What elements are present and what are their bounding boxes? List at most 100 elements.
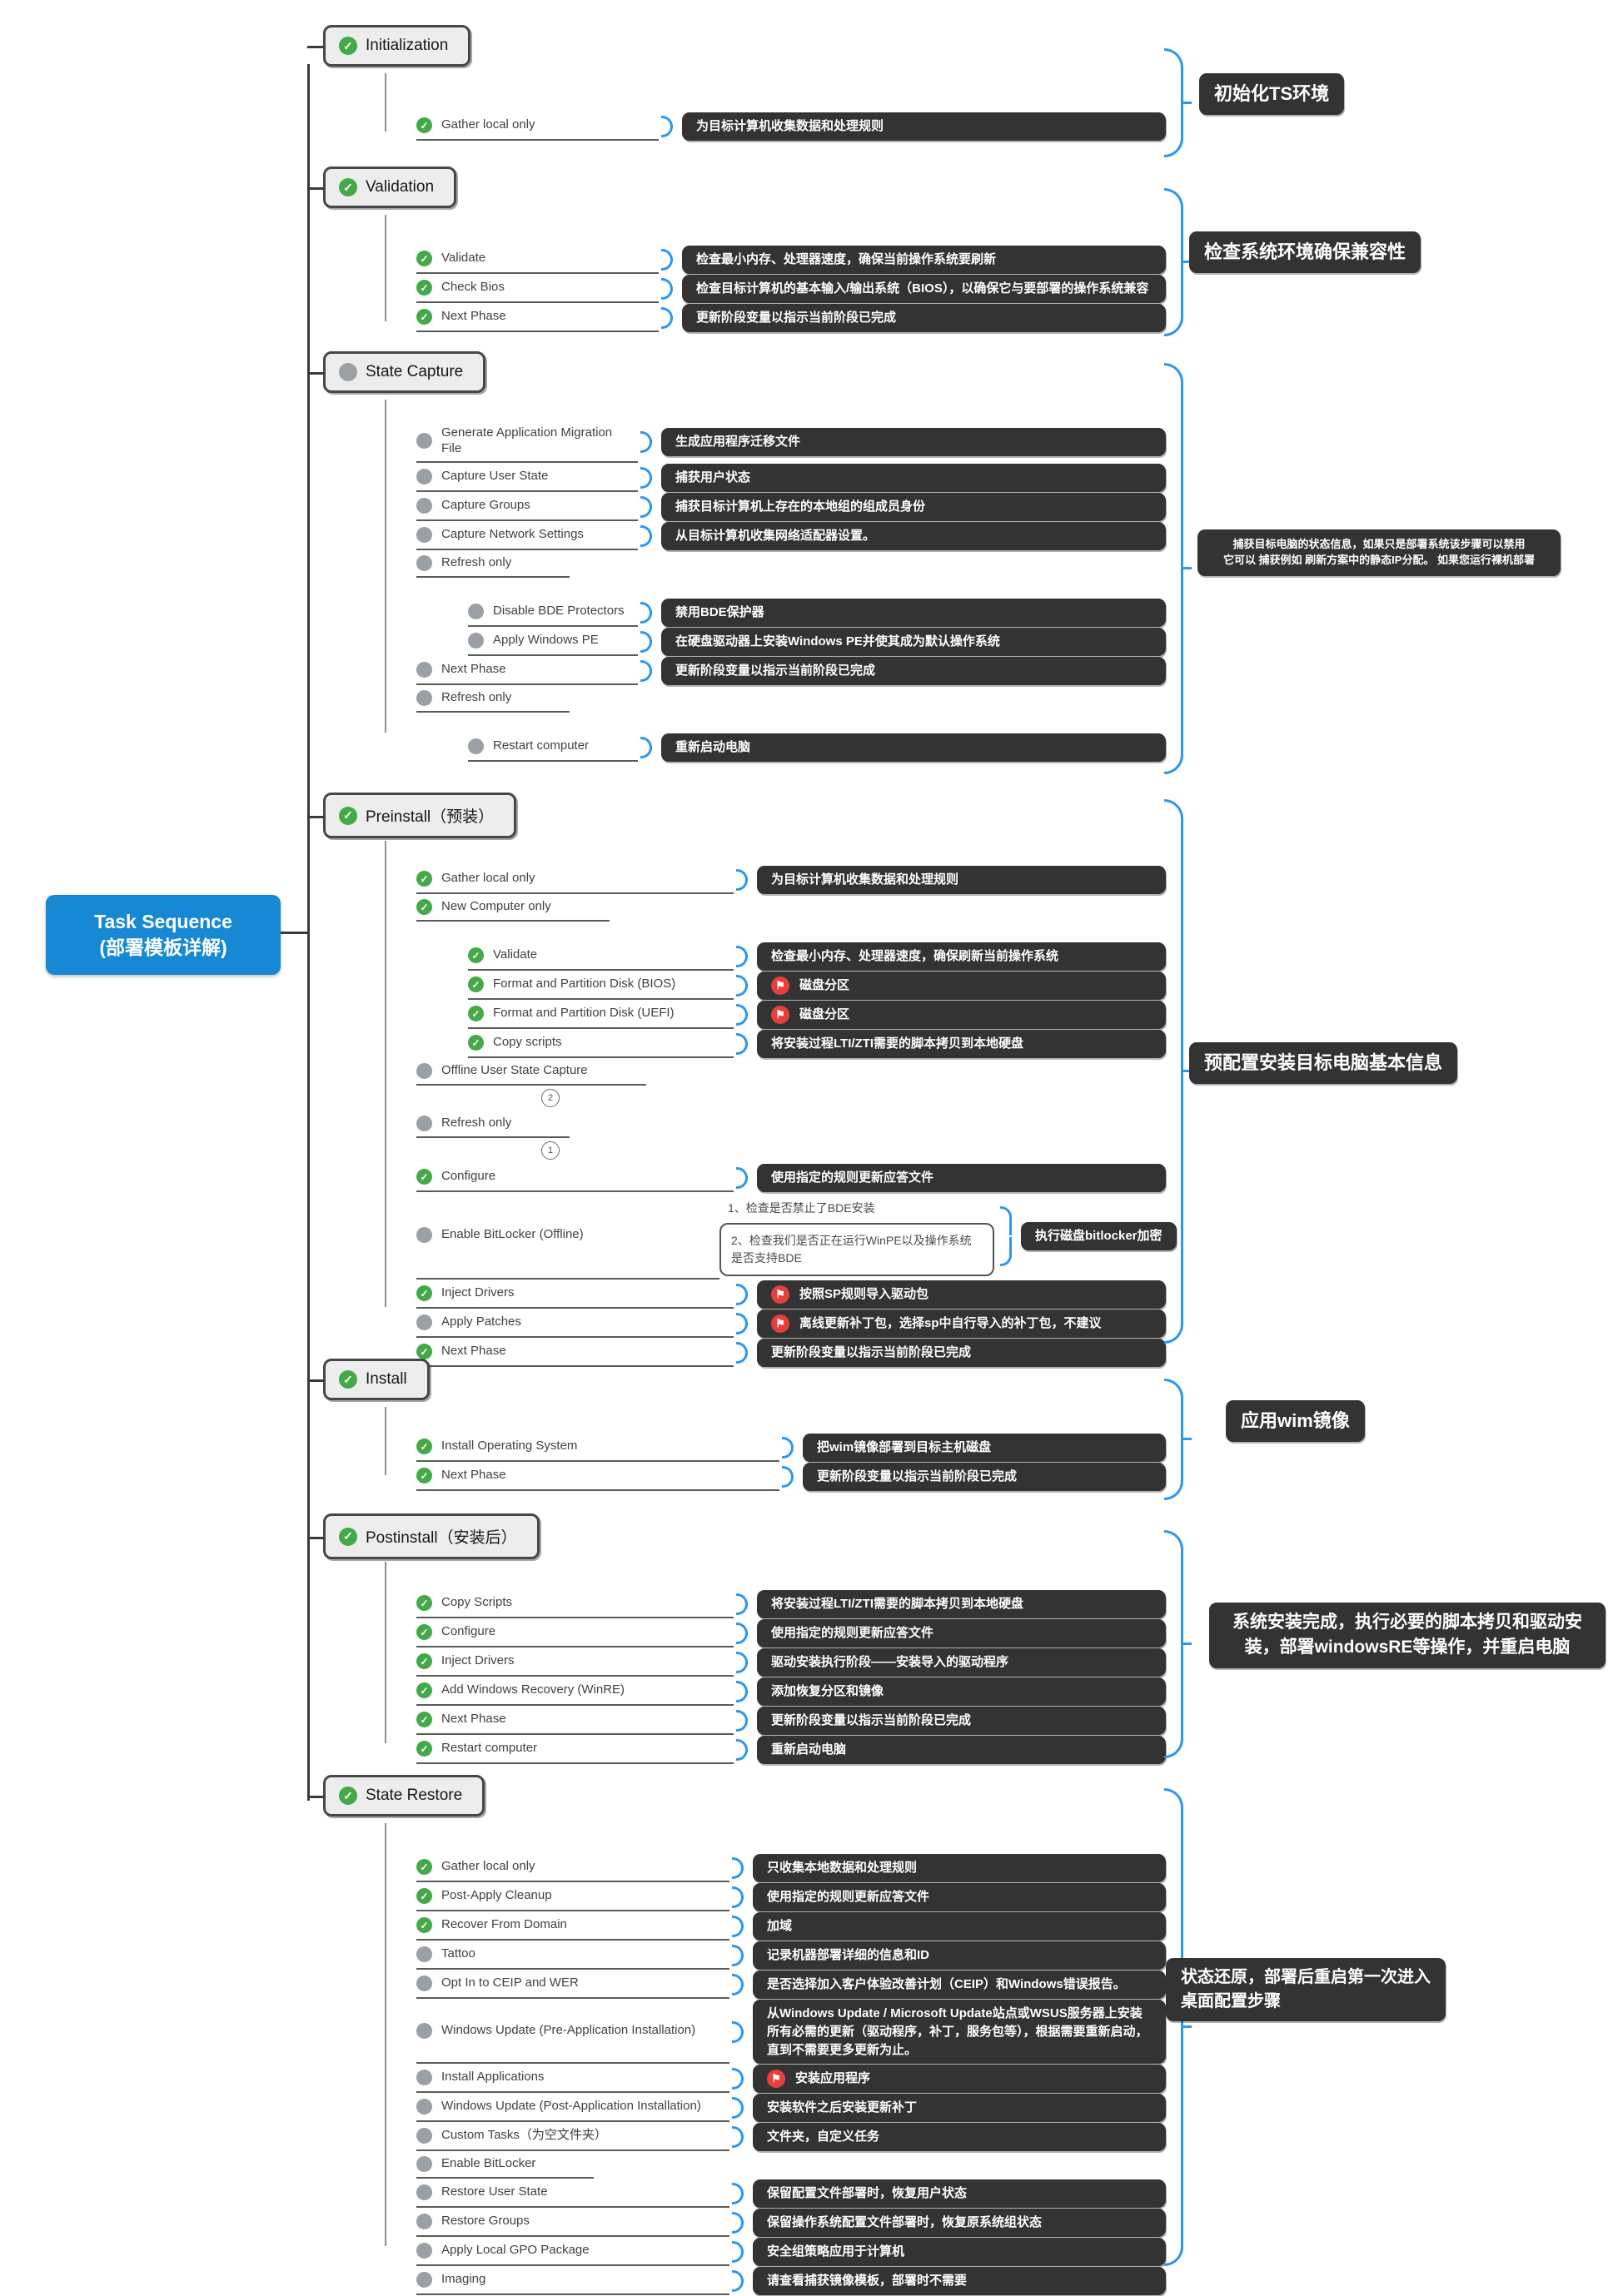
description-box[interactable]: 从目标计算机收集网络适配器设置。 bbox=[661, 521, 1166, 550]
description-box[interactable]: ⚑按照SP规则导入驱动包 bbox=[757, 1280, 1166, 1309]
description-box[interactable]: 保留操作系统配置文件部署时，恢复原系统组状态 bbox=[753, 2209, 1166, 2238]
root-node[interactable]: Task Sequence (部署模板详解) bbox=[46, 895, 281, 975]
description-box[interactable]: 更新阶段变量以指示当前阶段已完成 bbox=[682, 304, 1166, 332]
task-item[interactable]: Next Phase bbox=[416, 657, 638, 685]
task-item[interactable]: Capture Groups bbox=[416, 493, 638, 521]
task-item[interactable]: Refresh only bbox=[416, 1111, 570, 1138]
task-item[interactable]: Windows Update (Pre-Application Installa… bbox=[416, 2000, 729, 2065]
task-item[interactable]: Next Phase bbox=[416, 1707, 734, 1735]
description-box[interactable]: 使用指定的规则更新应答文件 bbox=[757, 1619, 1166, 1647]
task-item[interactable]: Offline User State Capture bbox=[416, 1059, 646, 1086]
description-box[interactable]: 为目标计算机收集数据和处理规则 bbox=[682, 112, 1166, 141]
description-box[interactable]: ⚑磁盘分区 bbox=[757, 972, 1166, 1000]
task-item[interactable]: Validate bbox=[416, 246, 659, 274]
section-note[interactable]: 捕获目标电脑的状态信息，如果只是部署系统该步骤可以禁用 它可以 捕获例如 刷新方… bbox=[1197, 529, 1561, 576]
task-item[interactable]: Inject Drivers bbox=[416, 1280, 734, 1309]
section-note[interactable]: 应用wim镜像 bbox=[1226, 1400, 1365, 1442]
description-box[interactable]: 检查最小内存、处理器速度，确保刷新当前操作系统 bbox=[757, 942, 1166, 971]
phase-node[interactable]: Install bbox=[307, 1359, 430, 1400]
description-box[interactable]: 执行磁盘bitlocker加密 bbox=[1021, 1222, 1177, 1250]
task-item[interactable]: Gather local only bbox=[416, 866, 734, 894]
description-box[interactable]: 加域 bbox=[753, 1912, 1166, 1941]
description-box[interactable]: 从Windows Update / Microsoft Update站点或WSU… bbox=[753, 2000, 1166, 2065]
description-box[interactable]: 检查最小内存、处理器速度，确保当前操作系统要刷新 bbox=[682, 246, 1166, 274]
description-box[interactable]: ⚑磁盘分区 bbox=[757, 1001, 1166, 1029]
task-item[interactable]: Validate bbox=[468, 942, 734, 971]
task-item[interactable]: Restart computer bbox=[468, 733, 638, 762]
task-item[interactable]: Enable BitLocker bbox=[416, 2152, 595, 2179]
description-box[interactable]: 文件夹，自定义任务 bbox=[753, 2123, 1166, 2152]
task-item[interactable]: Capture User State bbox=[416, 464, 638, 492]
task-item[interactable]: Refresh only bbox=[416, 551, 570, 578]
description-box[interactable]: 使用指定的规则更新应答文件 bbox=[757, 1164, 1166, 1192]
task-item[interactable]: Add Windows Recovery (WinRE) bbox=[416, 1677, 734, 1706]
task-item[interactable]: Capture Network Settings bbox=[416, 522, 638, 550]
phase-node[interactable]: Preinstall（预装） bbox=[306, 793, 517, 838]
task-item[interactable]: Apply Patches bbox=[416, 1310, 734, 1338]
task-item[interactable]: Enable BitLocker (Offline) bbox=[416, 1193, 719, 1280]
task-item[interactable]: Configure bbox=[416, 1619, 734, 1647]
phase-node[interactable]: Postinstall（安装后） bbox=[307, 1513, 540, 1559]
task-item[interactable]: Check Bios bbox=[416, 275, 659, 303]
section-note[interactable]: 状态还原，部署后重启第一次进入桌面配置步骤 bbox=[1166, 1958, 1446, 2021]
task-item[interactable]: New Computer only bbox=[416, 895, 610, 922]
task-item[interactable]: Next Phase bbox=[416, 1339, 734, 1367]
description-box[interactable]: 捕获目标计算机上存在的本地组的组成员身份 bbox=[661, 492, 1166, 521]
task-item[interactable]: Configure bbox=[416, 1164, 734, 1192]
task-item[interactable]: Custom Tasks（为空文件夹） bbox=[416, 2123, 729, 2152]
description-box[interactable]: 在硬盘驱动器上安装Windows PE并使其成为默认操作系统 bbox=[661, 627, 1166, 656]
task-item[interactable]: Restore User State bbox=[416, 2179, 729, 2209]
description-box[interactable]: 更新阶段变量以指示当前阶段已完成 bbox=[757, 1339, 1166, 1367]
description-box[interactable]: 禁用BDE保护器 bbox=[661, 598, 1166, 627]
task-item[interactable]: Apply Local GPO Package bbox=[416, 2238, 729, 2267]
description-box[interactable]: 把wim镜像部署到目标主机磁盘 bbox=[803, 1434, 1166, 1462]
task-item[interactable]: Gather local only bbox=[416, 112, 659, 141]
task-item[interactable]: Install Operating System bbox=[416, 1434, 779, 1462]
phase-node[interactable]: Initialization bbox=[306, 25, 471, 67]
section-note[interactable]: 预配置安装目标电脑基本信息 bbox=[1189, 1042, 1458, 1084]
task-item[interactable]: Post-Apply Cleanup bbox=[416, 1883, 729, 1911]
task-item[interactable]: Copy scripts bbox=[468, 1030, 734, 1058]
phase-node[interactable]: State Restore bbox=[306, 1775, 485, 1816]
task-item[interactable]: Format and Partition Disk (BIOS) bbox=[468, 972, 734, 1000]
description-box[interactable]: 安装软件之后安装更新补丁 bbox=[753, 2094, 1166, 2123]
description-box[interactable]: 更新阶段变量以指示当前阶段已完成 bbox=[803, 1463, 1166, 1491]
description-box[interactable]: 检查目标计算机的基本输入/输出系统（BIOS），以确保它与要部署的操作系统兼容 bbox=[682, 275, 1166, 303]
description-box[interactable]: 安全组策略应用于计算机 bbox=[753, 2238, 1166, 2267]
phase-node[interactable]: State Capture bbox=[306, 351, 486, 393]
phase-node[interactable]: Validation bbox=[306, 166, 457, 208]
description-box[interactable]: 请查看捕获镜像模板，部署时不需要 bbox=[753, 2267, 1166, 2296]
task-item[interactable]: Inject Drivers bbox=[416, 1648, 734, 1677]
description-box[interactable]: 将安装过程LTI/ZTI需要的脚本拷贝到本地硬盘 bbox=[757, 1590, 1166, 1618]
task-item[interactable]: Windows Update (Post-Application Install… bbox=[416, 2094, 729, 2123]
section-note[interactable]: 初始化TS环境 bbox=[1199, 73, 1345, 115]
task-item[interactable]: Copy Scripts bbox=[416, 1590, 734, 1618]
task-item[interactable]: Restart computer bbox=[416, 1736, 734, 1764]
description-box[interactable]: 重新启动电脑 bbox=[661, 733, 1166, 762]
task-item[interactable]: Disable BDE Protectors bbox=[468, 599, 638, 627]
description-box[interactable]: 记录机器部署详细的信息和ID bbox=[753, 1941, 1166, 1970]
task-item[interactable]: Opt In to CEIP and WER bbox=[416, 1970, 729, 1999]
description-box[interactable]: 为目标计算机收集数据和处理规则 bbox=[757, 866, 1166, 894]
task-item[interactable]: Recover From Domain bbox=[416, 1912, 729, 1941]
description-box[interactable]: 是否选择加入客户体验改善计划（CEIP）和Windows错误报告。 bbox=[753, 1970, 1166, 1999]
task-item[interactable]: Refresh only bbox=[416, 686, 570, 713]
task-item[interactable]: Apply Windows PE bbox=[468, 628, 638, 656]
task-item[interactable]: Restore Groups bbox=[416, 2209, 729, 2238]
description-box[interactable]: 重新启动电脑 bbox=[757, 1736, 1166, 1764]
task-item[interactable]: Gather local only bbox=[416, 1854, 729, 1882]
description-box[interactable]: 捕获用户状态 bbox=[661, 463, 1166, 492]
task-item[interactable]: Tattoo bbox=[416, 1941, 729, 1970]
description-box[interactable]: 使用指定的规则更新应答文件 bbox=[753, 1883, 1166, 1911]
task-item[interactable]: Next Phase bbox=[416, 1463, 779, 1491]
callout-line-2[interactable]: 2、检查我们是否正在运行WinPE以及操作系统是否支持BDE bbox=[719, 1223, 994, 1276]
description-box[interactable]: 将安装过程LTI/ZTI需要的脚本拷贝到本地硬盘 bbox=[757, 1030, 1166, 1058]
description-box[interactable]: ⚑离线更新补丁包，选择sp中自行导入的补丁包，不建议 bbox=[757, 1310, 1166, 1338]
section-note[interactable]: 检查系统环境确保兼容性 bbox=[1189, 231, 1421, 273]
description-box[interactable]: 添加恢复分区和镜像 bbox=[757, 1677, 1166, 1706]
description-box[interactable]: ⚑安装应用程序 bbox=[753, 2065, 1166, 2094]
task-item[interactable]: Format and Partition Disk (UEFI) bbox=[468, 1001, 734, 1029]
task-item[interactable]: Next Phase bbox=[416, 304, 659, 332]
description-box[interactable]: 生成应用程序迁移文件 bbox=[661, 428, 1166, 457]
description-box[interactable]: 驱动安装执行阶段——安装导入的驱动程序 bbox=[757, 1648, 1166, 1677]
